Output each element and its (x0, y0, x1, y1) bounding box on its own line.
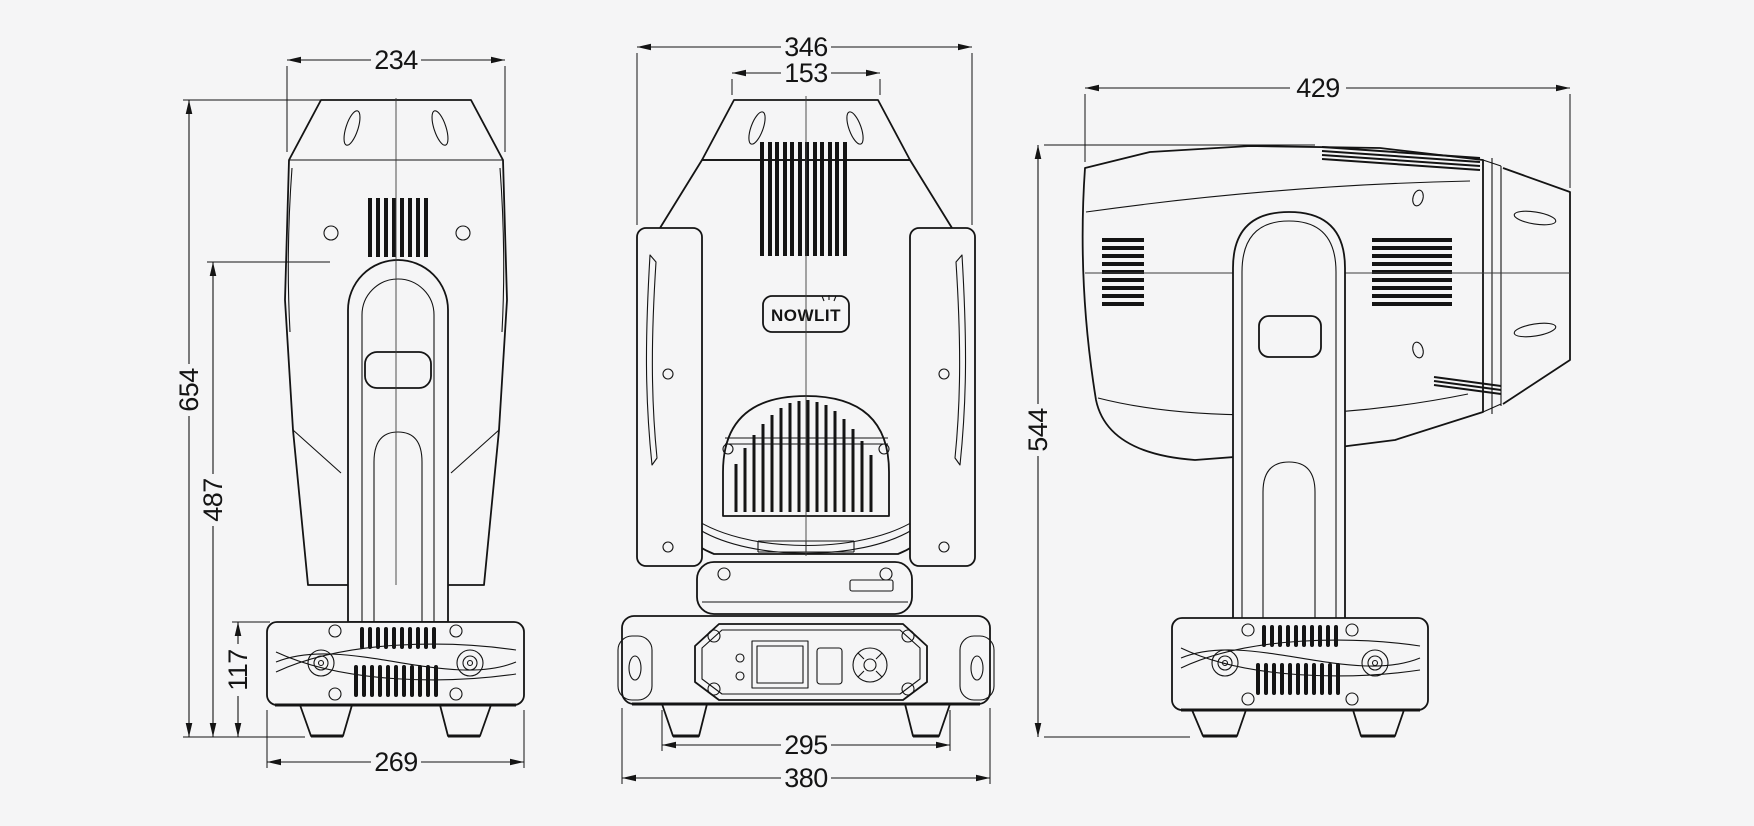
dim-head-top-width: 153 (731, 58, 881, 95)
handle-cutout (364, 351, 432, 389)
big-screw (456, 649, 484, 677)
screw (878, 443, 890, 455)
dim-overall-height-horizontal: 544 (1023, 144, 1315, 738)
small-screws (328, 624, 463, 701)
panel-window (816, 647, 843, 685)
vent-slot-oval (1513, 210, 1557, 226)
dim-label-base-depth: 269 (374, 747, 418, 777)
vent-slot-oval (748, 111, 766, 145)
lens-cone (1482, 158, 1571, 414)
screw (323, 225, 339, 241)
dim-label-head-length: 429 (1296, 73, 1340, 103)
screw (938, 541, 950, 553)
rear-head-vent-grille (368, 198, 428, 257)
vent-slot-oval (1412, 189, 1424, 207)
dim-label-overall-height: 654 (174, 368, 204, 412)
screw (717, 567, 731, 581)
side-handle[interactable] (617, 635, 653, 701)
led-indicator (735, 653, 745, 663)
dim-yoke-span: 346 (636, 32, 973, 225)
vent-slot-oval (846, 111, 864, 145)
screw (901, 682, 915, 696)
dim-base-depth: 269 (266, 710, 525, 777)
screw (455, 225, 471, 241)
dim-base-height: 117 (223, 621, 270, 737)
big-screw (1361, 649, 1389, 677)
grip-fins (1321, 146, 1481, 171)
dim-label-yoke-span: 346 (784, 32, 828, 62)
dim-base-width: 380 (621, 708, 991, 793)
dim-yoke-height: 487 (198, 261, 330, 737)
big-screw (307, 649, 335, 677)
dim-overall-height: 654 (174, 99, 330, 738)
dim-label-overall-height-horizontal: 544 (1023, 408, 1053, 452)
side-base (1171, 617, 1429, 712)
big-screw (1211, 649, 1239, 677)
control-panel (694, 623, 928, 701)
arm-panel (1258, 315, 1322, 358)
connector-slot (849, 579, 894, 592)
side-base-vents (1256, 625, 1340, 695)
front-feet (661, 703, 951, 738)
logo-shine-icon (821, 295, 837, 302)
screw (722, 443, 734, 455)
side-head-vent-grille (1102, 238, 1144, 306)
dim-head-width: 234 (286, 45, 506, 152)
side-handle[interactable] (959, 635, 995, 701)
vent-slot-oval (1513, 322, 1557, 338)
screw (901, 629, 915, 643)
side-view: 429 544 (1023, 73, 1571, 738)
small-screws (1241, 623, 1359, 706)
vent-slot-oval (431, 110, 449, 146)
display-screen[interactable] (751, 640, 809, 689)
rear-base-vents (354, 627, 438, 697)
led-indicator (735, 671, 745, 681)
dpad-buttons[interactable] (852, 647, 888, 683)
rear-view: 234 654 487 117 269 (174, 45, 525, 777)
dim-label-yoke-height: 487 (198, 478, 228, 522)
dim-label-base-width: 380 (784, 763, 828, 793)
rear-base (266, 621, 525, 707)
side-feet (1191, 709, 1405, 738)
screw (707, 629, 721, 643)
front-yoke-arms (636, 227, 976, 567)
dim-label-head-top-width: 153 (784, 58, 828, 88)
dim-head-length: 429 (1084, 73, 1571, 188)
rear-feet (299, 704, 492, 738)
dim-feet-span: 295 (661, 710, 951, 760)
screw (662, 368, 674, 380)
side-yoke-arm (1232, 211, 1346, 621)
vent-slot-oval (1412, 341, 1424, 359)
rear-head (284, 99, 508, 586)
vent-slot-oval (343, 110, 361, 146)
dim-label-base-height: 117 (223, 649, 253, 691)
dim-label-feet-span: 295 (784, 730, 828, 760)
grip-fins (1433, 376, 1502, 395)
rear-yoke-arm (347, 259, 449, 623)
screw (662, 541, 674, 553)
dim-label-head-width: 234 (374, 45, 418, 75)
screw (707, 682, 721, 696)
front-view: NOWLIT (617, 32, 995, 793)
front-head-top-slats (760, 142, 847, 256)
side-head-vent-grille (1372, 238, 1452, 306)
screw (938, 368, 950, 380)
front-yoke-body (696, 561, 913, 615)
front-base (617, 615, 995, 706)
